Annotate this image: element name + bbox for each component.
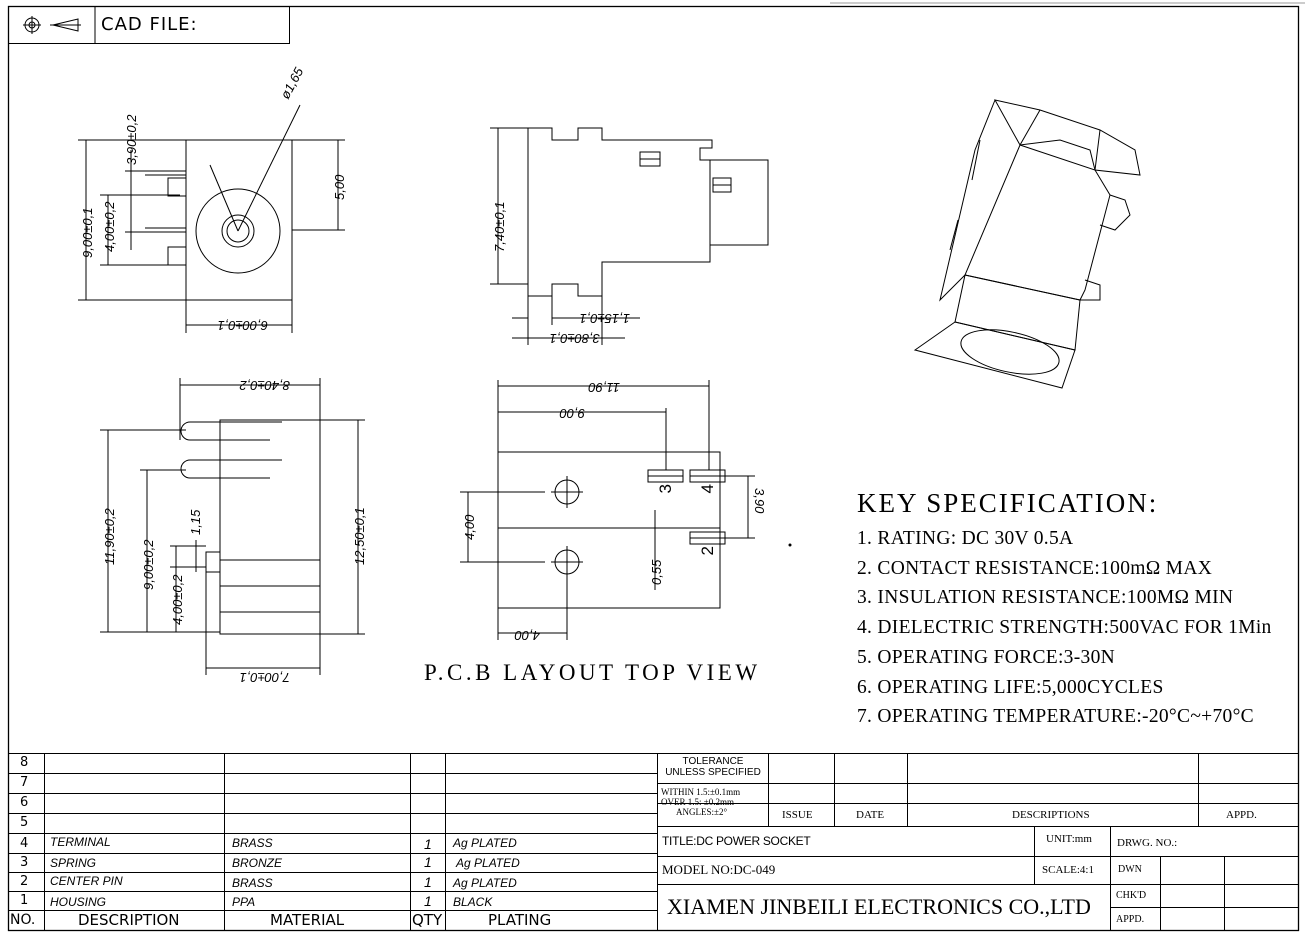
spec-item: 3. INSULATION RESISTANCE:100MΩ MIN [857, 587, 1234, 609]
bom-row-number: 1 [20, 893, 29, 908]
projection-symbol-icon [23, 16, 81, 34]
bom-material: BRONZE [232, 856, 283, 870]
bom-material: BRASS [232, 836, 273, 850]
bom-description: SPRING [50, 856, 97, 870]
date-label: DATE [856, 809, 885, 821]
bom-plating: Ag PLATED [453, 876, 517, 890]
drawing-number-label: DRWG. NO.: [1117, 837, 1178, 849]
bom-header-material: MATERIAL [270, 911, 345, 929]
dwn-label: DWN [1118, 864, 1142, 875]
bom-grid [8, 753, 1298, 930]
descriptions-label: DESCRIPTIONS [1012, 809, 1090, 821]
side-view [490, 127, 769, 345]
spec-item: 5. OPERATING FORCE:3-30N [857, 646, 1116, 668]
dim-7-00: 7,00±0,1 [239, 670, 290, 685]
unit-label: UNIT:mm [1046, 833, 1092, 845]
approved-label: APPD. [1116, 914, 1145, 925]
key-spec-title: KEY SPECIFICATION: [857, 488, 1159, 518]
tolerance-line: ANGLES:±2° [676, 807, 728, 817]
bom-qty: 1 [424, 836, 432, 852]
dim-4-00-pcb-bottom: 4,00 [514, 628, 540, 643]
dim-8-40: 8,40±0,2 [239, 378, 290, 393]
drawing-title: TITLE:DC POWER SOCKET [662, 834, 811, 848]
bom-header-description: DESCRIPTION [78, 911, 180, 929]
bom-row-number: 6 [20, 795, 29, 810]
pin-3: 3 [656, 484, 675, 493]
dim-5-00: 5,00 [332, 174, 347, 200]
dim-11-90: 11,90±0,2 [102, 507, 117, 565]
pin-4: 4 [698, 484, 717, 493]
bom-row-number: 8 [20, 755, 29, 770]
title-block-grid [657, 753, 1298, 930]
spec-item: 2. CONTACT RESISTANCE:100mΩ MAX [857, 557, 1213, 579]
dim-3-90: 3,90±0,2 [124, 114, 139, 165]
dim-9-00-b: 9,00±0,2 [141, 539, 156, 590]
tolerance-line: WITHIN 1.5:±0.1mm [661, 787, 741, 797]
dim-diameter: ø1,65 [277, 64, 306, 101]
bom-header-plating: PLATING [488, 911, 552, 929]
dim-12-50: 12,50±0,1 [352, 507, 367, 565]
dim-4-00: 4,00±0,2 [102, 201, 117, 252]
dim-7-40: 7,40±0,1 [492, 201, 507, 252]
pcb-view [460, 380, 792, 640]
pcb-layout-caption: P.C.B LAYOUT TOP VIEW [424, 660, 761, 685]
bottom-view [100, 378, 365, 675]
spec-item: 7. OPERATING TEMPERATURE:-20°C~+70°C [857, 706, 1254, 728]
tolerance-line: OVER 1.5: ±0.2mm [661, 797, 734, 807]
issue-label: ISSUE [782, 809, 813, 821]
bom-description: CENTER PIN [50, 874, 123, 888]
bom-description: TERMINAL [50, 835, 111, 849]
key-specification: KEY SPECIFICATION: 1. RATING: DC 30V 0.5… [857, 488, 1297, 732]
bom-header-qty: QTY [412, 911, 443, 929]
bom-description: HOUSING [50, 895, 107, 909]
bom-row-number: 7 [20, 775, 29, 790]
dim-9-00: 9,00±0,1 [80, 207, 95, 258]
spec-item: 4. DIELECTRIC STRENGTH:500VAC FOR 1Min [857, 617, 1272, 639]
dim-4-00-b: 4,00±0,2 [170, 574, 185, 625]
sheet-border [7, 5, 1300, 932]
bom-row-number: 4 [20, 836, 29, 851]
company-name: XIAMEN JINBEILI ELECTRONICS CO.,LTD [667, 894, 1091, 919]
bom-qty: 1 [424, 854, 432, 870]
bom-qty: 1 [424, 893, 432, 909]
bom-qty: 1 [424, 874, 432, 890]
appd-top-label: APPD. [1226, 809, 1257, 821]
bom-row-number: 2 [20, 874, 29, 889]
checked-label: CHK'D [1116, 890, 1147, 901]
dim-9-00-pcb: 9,00 [559, 406, 585, 421]
bom-plating: BLACK [453, 895, 493, 909]
bom-plating: Ag PLATED [453, 836, 517, 850]
cad-header-box [8, 6, 290, 44]
dim-1-15: 1,15 [188, 509, 203, 535]
dim-6-00: 6,00±0,1 [217, 318, 268, 333]
bom-material: PPA [232, 895, 256, 909]
dim-3-90-pcb: 3,90 [752, 488, 767, 514]
pin-2: 2 [698, 546, 717, 555]
bom-header-no: NO. [10, 912, 36, 928]
cad-file-label: CAD FILE: [101, 14, 198, 35]
dim-11-90-pcb: 11,90 [588, 380, 620, 395]
scale-label: SCALE:4:1 [1042, 864, 1094, 876]
bom-plating: Ag PLATED [456, 856, 520, 870]
isometric-view [913, 99, 1141, 389]
dim-0-55: 0,55 [649, 559, 664, 585]
model-number: MODEL NO:DC-049 [662, 862, 776, 877]
bom-row-number: 5 [20, 815, 29, 830]
tolerance-title: TOLERANCE UNLESS SPECIFIED [665, 756, 761, 778]
dim-4-00-pcb: 4,00 [462, 514, 477, 540]
dim-3-80: 3,80±0,1 [549, 331, 600, 346]
spec-item: 1. RATING: DC 30V 0.5A [857, 528, 1074, 549]
dim-1-15-side: 1,15±0,1 [579, 311, 630, 326]
spec-item: 6. OPERATING LIFE:5,000CYCLES [857, 676, 1164, 698]
front-view [78, 104, 345, 333]
bom-material: BRASS [232, 876, 273, 890]
bom-row-number: 3 [20, 855, 29, 870]
